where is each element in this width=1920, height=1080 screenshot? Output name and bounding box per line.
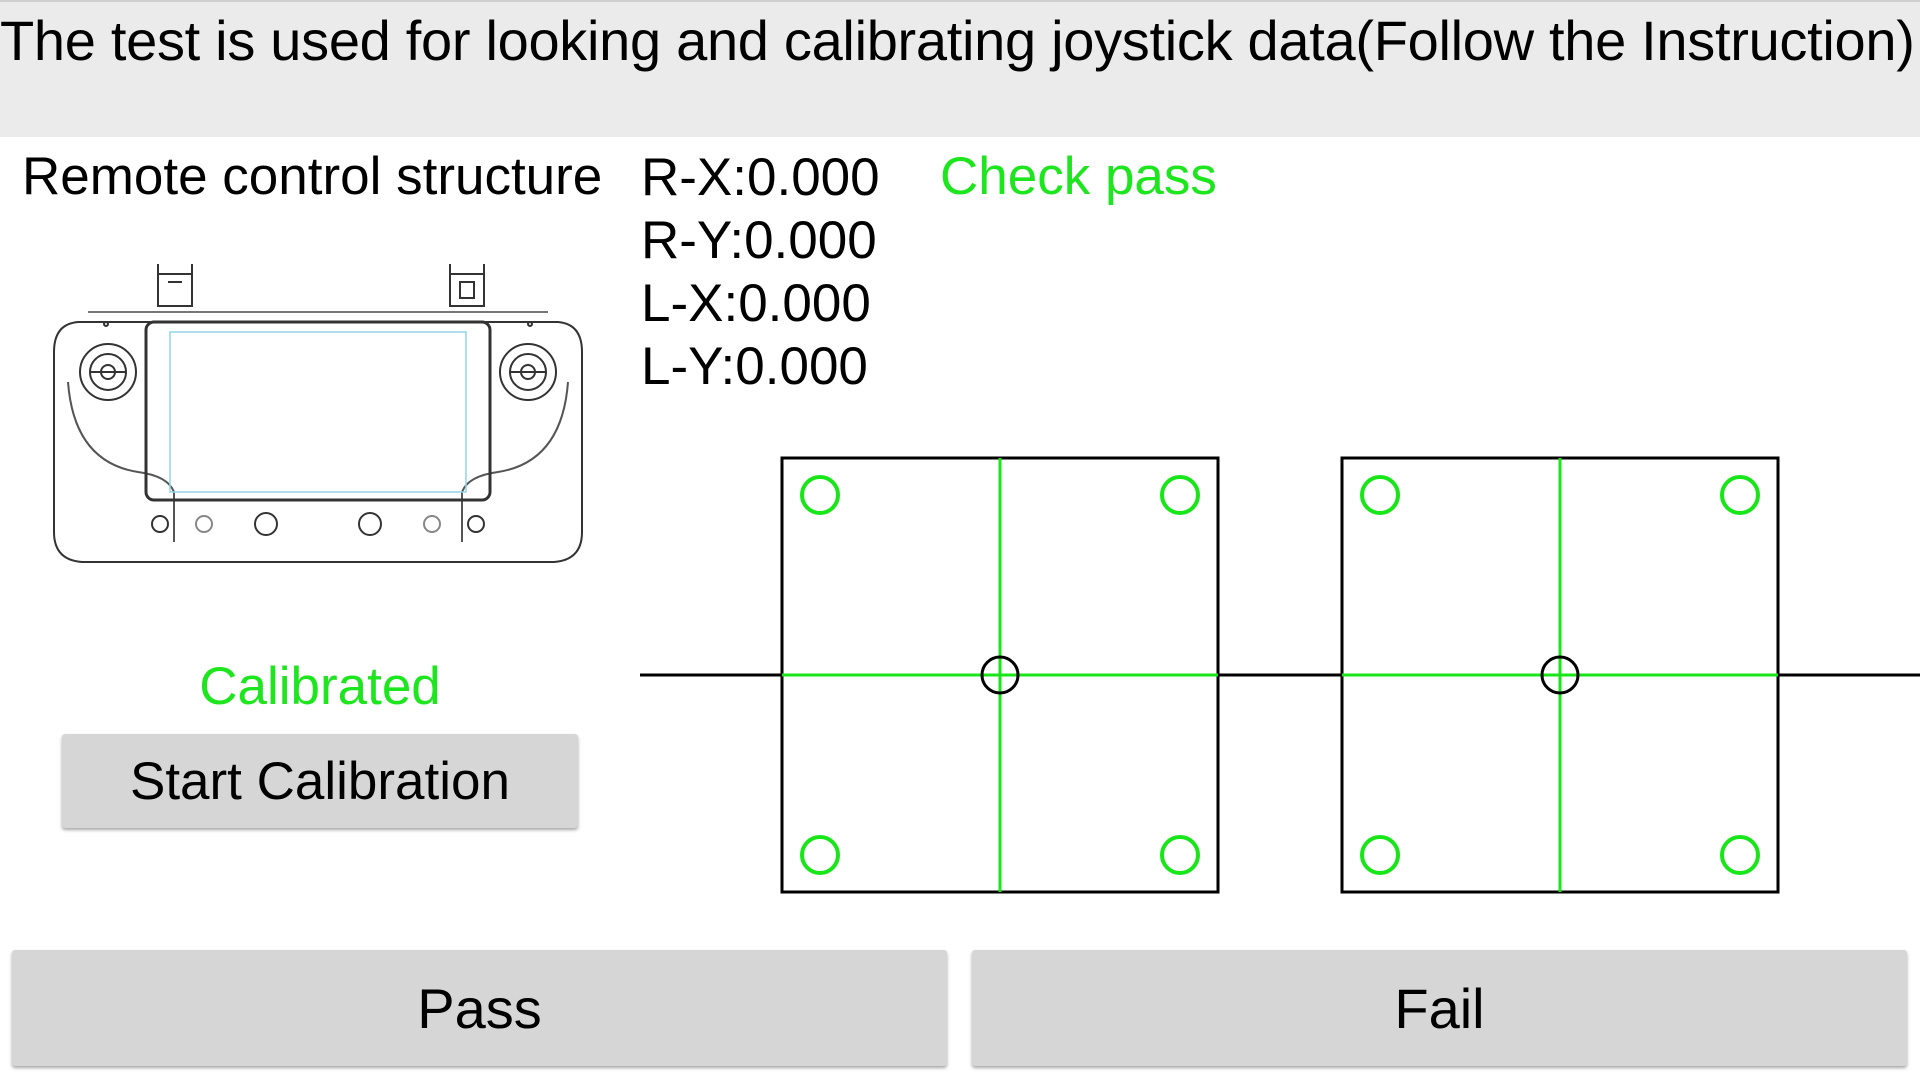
left-corner-marker-bl [800, 835, 840, 875]
left-corner-marker-tl [800, 475, 840, 515]
axis-value-r-y: R-Y:0.000 [641, 211, 877, 270]
instruction-header: The test is used for looking and calibra… [0, 0, 1920, 137]
left-corner-marker-tr [1160, 475, 1200, 515]
check-status: Check pass [940, 147, 1217, 206]
left-stick-cursor [980, 655, 1020, 695]
right-corner-marker-bl [1360, 835, 1400, 875]
axis-value-l-y: L-Y:0.000 [641, 337, 868, 396]
start-calibration-button[interactable]: Start Calibration [62, 734, 578, 828]
right-stick-cursor [1540, 655, 1580, 695]
calibration-status: Calibrated [199, 657, 441, 716]
fail-button[interactable]: Fail [972, 950, 1907, 1066]
right-corner-marker-tr [1720, 475, 1760, 515]
axis-values: R-X:0.000 R-Y:0.000 L-X:0.000 L-Y:0.000 [641, 146, 880, 398]
remote-controller-image [53, 264, 583, 563]
right-joystick-box [1340, 456, 1780, 894]
axis-value-r-x: R-X:0.000 [641, 148, 880, 207]
left-joystick-box [780, 456, 1220, 894]
instruction-text: The test is used for looking and calibra… [0, 9, 1915, 72]
left-corner-marker-br [1160, 835, 1200, 875]
pass-button[interactable]: Pass [12, 950, 947, 1066]
joystick-panel [640, 456, 1920, 894]
right-corner-marker-br [1720, 835, 1760, 875]
right-corner-marker-tl [1360, 475, 1400, 515]
axis-value-l-x: L-X:0.000 [641, 274, 871, 333]
structure-label: Remote control structure [22, 147, 603, 206]
